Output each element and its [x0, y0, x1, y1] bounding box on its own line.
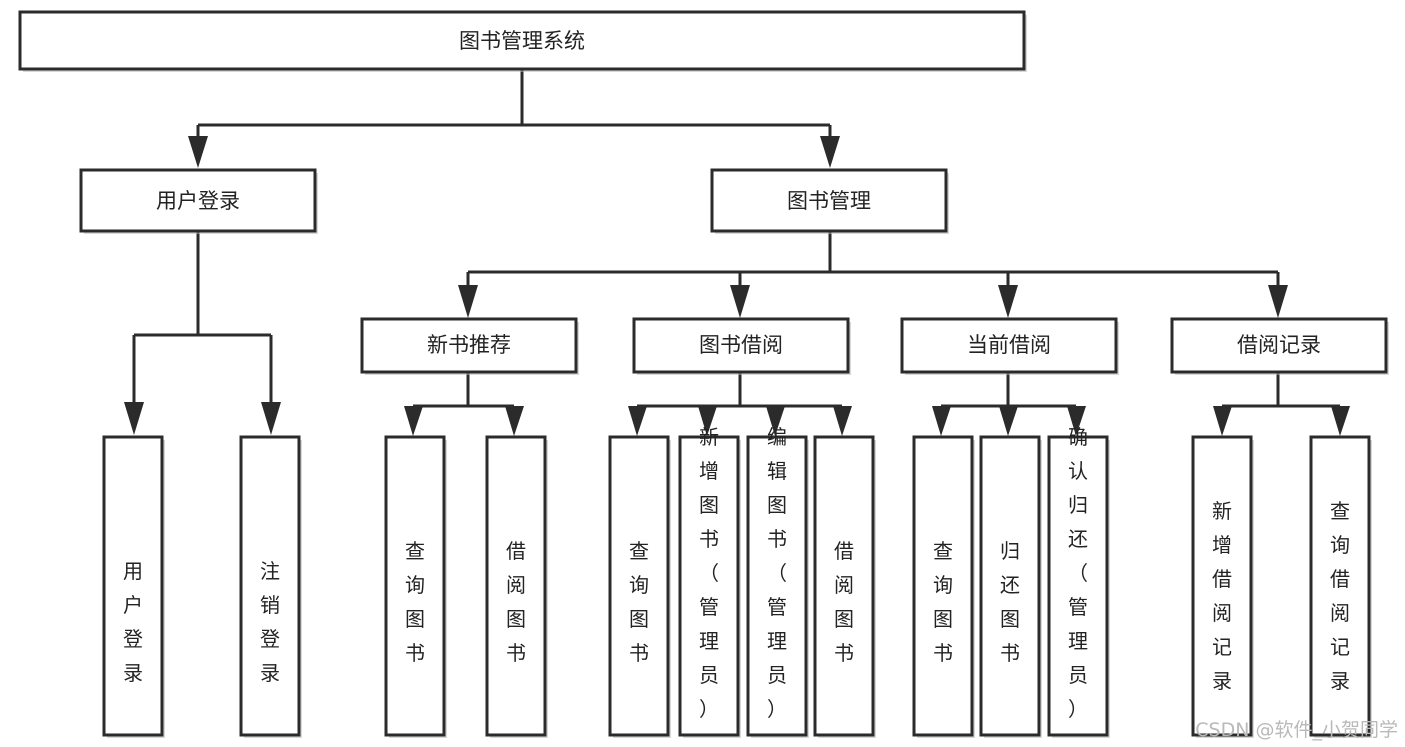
leaf-query-book-recommend-box[interactable] [384, 435, 446, 737]
leaf-user-login-box[interactable] [102, 435, 164, 737]
arrow-bm-to-current-borrow [998, 285, 1018, 318]
leaf-query-book-borrow-label: 查询图书 [629, 539, 649, 665]
node-user-login[interactable]: 用户登录 [79, 168, 318, 234]
leaf-borrow-book-label: 借阅图书 [834, 539, 854, 665]
arrow-root-to-user-login [188, 136, 208, 168]
borrow-record-box[interactable] [1170, 317, 1388, 374]
leaf-return-book-label: 归还图书 [1000, 539, 1020, 665]
leaf-confirm-return-admin-label: 确认归还（管理员） [1068, 425, 1088, 721]
arrow-bm-to-book-borrow [730, 285, 750, 318]
root-box[interactable] [18, 10, 1026, 71]
leaf-confirm-return-admin[interactable]: 确认归还（管理员） [1047, 425, 1110, 738]
arrow-book-borrow-leaf-4 [833, 406, 852, 436]
leaf-add-book-admin[interactable]: 新增图书（管理员） [678, 425, 741, 738]
leaf-return-book[interactable]: 归还图书 [979, 435, 1042, 738]
leaf-borrow-book-recommend-label: 借阅图书 [506, 539, 526, 665]
book-borrow-box[interactable] [632, 317, 850, 374]
leaf-query-borrow-record-box[interactable] [1309, 435, 1371, 737]
leaf-logout-label: 注销登录 [260, 559, 280, 685]
arrow-current-borrow-leaf-3 [1067, 406, 1086, 436]
arrow-book-borrow-leaf-3 [766, 406, 785, 436]
leaf-query-book-current-label: 查询图书 [933, 539, 953, 665]
leaf-borrow-book-box[interactable] [813, 435, 875, 737]
leaf-query-book-borrow-box[interactable] [608, 435, 670, 737]
user-login-label: 用户登录 [156, 189, 240, 213]
arrow-borrow-record-leaf-1 [1213, 406, 1232, 436]
arrow-current-borrow-leaf-1 [932, 406, 951, 436]
csdn-watermark: CSDN @软件_小贺同学 [1195, 719, 1398, 741]
node-root-system[interactable]: 图书管理系统 [18, 10, 1027, 72]
arrow-new-book-leaf-1 [404, 406, 423, 436]
leaf-logout-box[interactable] [239, 435, 301, 737]
leaf-edit-book-admin-box[interactable] [746, 435, 808, 737]
node-new-book-recommend[interactable]: 新书推荐 [360, 317, 579, 375]
arrow-book-borrow-leaf-1 [628, 406, 647, 436]
leaf-confirm-return-admin-box[interactable] [1047, 435, 1109, 737]
new-book-recommend-box[interactable] [360, 317, 578, 374]
leaf-return-book-box[interactable] [979, 435, 1041, 737]
node-book-borrow[interactable]: 图书借阅 [632, 317, 851, 375]
book-borrow-label: 图书借阅 [699, 333, 783, 357]
leaf-query-book-recommend[interactable]: 查询图书 [384, 435, 447, 738]
leaf-logout[interactable]: 注销登录 [239, 435, 302, 738]
book-management-box[interactable] [710, 168, 948, 233]
node-current-borrow[interactable]: 当前借阅 [900, 317, 1119, 375]
arrow-user-login-leaf-2 [261, 402, 281, 435]
leaf-user-login-label: 用户登录 [123, 559, 143, 685]
leaf-add-borrow-record-box[interactable] [1191, 435, 1253, 737]
book-management-label: 图书管理 [787, 189, 871, 213]
arrow-new-book-leaf-2 [505, 406, 524, 436]
leaf-add-book-admin-box[interactable] [678, 435, 740, 737]
user-login-box[interactable] [79, 168, 317, 233]
leaf-add-book-admin-label: 新增图书（管理员） [699, 425, 719, 721]
leaf-query-borrow-record[interactable]: 查询借阅记录 [1309, 435, 1372, 738]
connector-layer [124, 68, 1350, 436]
arrow-current-borrow-leaf-2 [999, 406, 1018, 436]
leaf-query-book-current-box[interactable] [912, 435, 974, 737]
new-book-recommend-label: 新书推荐 [427, 333, 511, 357]
root-label: 图书管理系统 [459, 29, 585, 53]
arrow-book-borrow-leaf-2 [698, 406, 717, 436]
current-borrow-label: 当前借阅 [967, 333, 1051, 357]
leaf-query-book-recommend-label: 查询图书 [405, 539, 425, 665]
node-borrow-record[interactable]: 借阅记录 [1170, 317, 1389, 375]
borrow-record-label: 借阅记录 [1237, 333, 1321, 357]
leaf-query-borrow-record-label: 查询借阅记录 [1330, 499, 1350, 693]
leaf-user-login[interactable]: 用户登录 [102, 435, 165, 738]
arrow-root-to-book-management [820, 136, 840, 168]
leaf-edit-book-admin[interactable]: 编辑图书（管理员） [746, 425, 809, 738]
arrow-bm-to-new-book-recommend [458, 285, 478, 318]
leaf-query-book-borrow[interactable]: 查询图书 [608, 435, 671, 738]
arrow-bm-to-borrow-record [1268, 285, 1288, 318]
leaf-borrow-book[interactable]: 借阅图书 [813, 435, 876, 738]
leaf-add-borrow-record-label: 新增借阅记录 [1212, 499, 1232, 693]
arrow-user-login-leaf-1 [124, 402, 144, 435]
leaf-borrow-book-recommend[interactable]: 借阅图书 [485, 435, 548, 738]
current-borrow-box[interactable] [900, 317, 1118, 374]
leaf-borrow-book-recommend-box[interactable] [485, 435, 547, 737]
leaf-edit-book-admin-label: 编辑图书（管理员） [767, 425, 787, 721]
leaf-query-book-current[interactable]: 查询图书 [912, 435, 975, 738]
arrow-borrow-record-leaf-2 [1331, 406, 1350, 436]
leaf-add-borrow-record[interactable]: 新增借阅记录 [1191, 435, 1254, 738]
node-book-management[interactable]: 图书管理 [710, 168, 949, 234]
